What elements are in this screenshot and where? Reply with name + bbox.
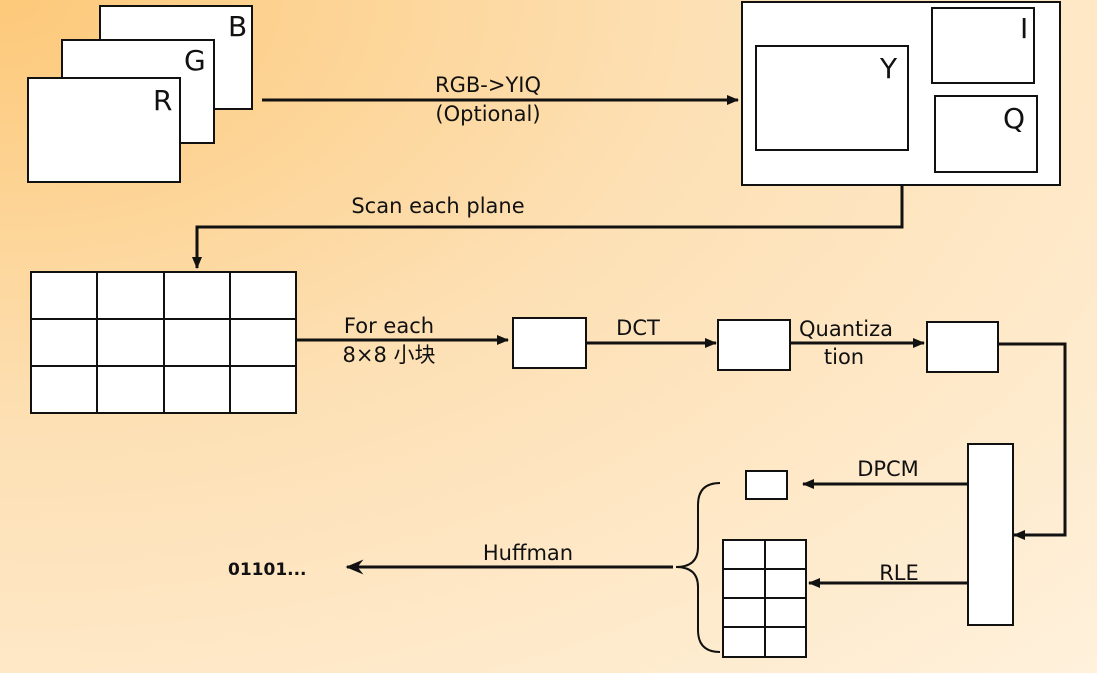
zigzag-arrow	[998, 342, 1067, 540]
dct-block	[717, 319, 791, 371]
pixel-block	[512, 317, 587, 369]
quantized-block	[926, 321, 999, 373]
scan-arrow	[192, 186, 904, 269]
foreach-label-2: 8×8 小块	[343, 343, 436, 367]
convert-label-1: RGB->YIQ	[435, 73, 541, 97]
y-plane	[755, 45, 909, 151]
convert-label-2: (Optional)	[435, 102, 540, 126]
quantization-label-1: Quantiza	[799, 317, 893, 341]
i-plane-label: I	[1020, 12, 1028, 45]
y-plane-label: Y	[879, 52, 898, 85]
foreach-label-1: For each	[344, 314, 434, 338]
bitstream-output: 01101...	[228, 560, 307, 580]
i-plane	[931, 7, 1035, 84]
q-plane-label: Q	[1003, 102, 1025, 135]
b-plane-label: B	[228, 10, 247, 43]
huffman-label: Huffman	[483, 541, 573, 565]
r-plane	[27, 77, 181, 183]
g-plane-label: G	[184, 44, 206, 77]
coefficient-vector	[967, 443, 1014, 626]
quantization-label-2: tion	[824, 345, 864, 369]
grouping-brace	[675, 482, 721, 653]
rle-label: RLE	[879, 561, 919, 585]
block-grid	[30, 271, 297, 414]
r-plane-label: R	[153, 84, 172, 117]
scan-label: Scan each plane	[351, 194, 524, 218]
dpcm-label: DPCM	[857, 457, 919, 481]
dct-label: DCT	[616, 316, 660, 340]
dc-coefficient-box	[745, 470, 788, 500]
q-plane	[934, 95, 1038, 173]
ac-coefficient-grid	[722, 539, 807, 658]
